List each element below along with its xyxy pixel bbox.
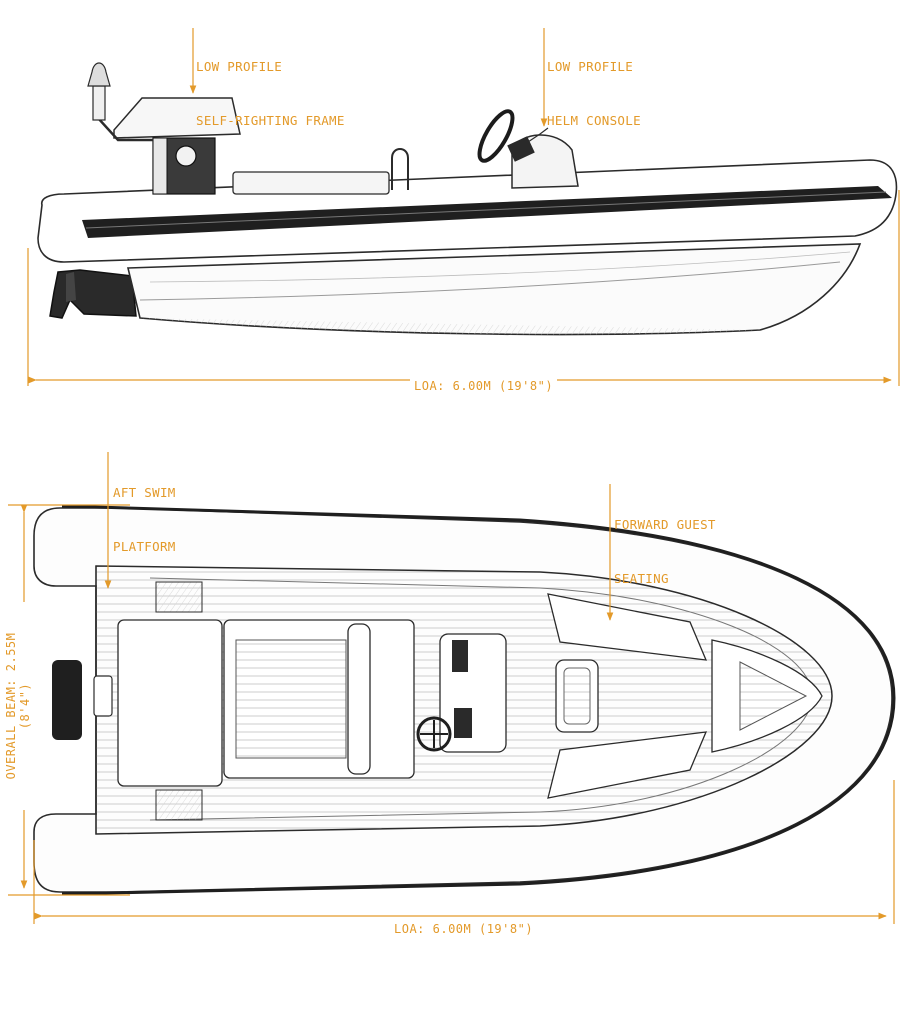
self-righting-frame: [87, 62, 241, 195]
beam-label: OVERALL BEAM: 2.55M (8'4"): [4, 602, 32, 810]
helm-callout-line1: LOW PROFILE: [547, 59, 634, 74]
swim-platform-callout: AFT SWIM PLATFORM: [113, 448, 176, 574]
top-console: [416, 633, 507, 753]
side-seat: [232, 171, 390, 195]
tube-stripe: [82, 186, 892, 238]
frame-callout-line2: SELF-RIGHTING FRAME: [196, 113, 345, 128]
swim-platform-line1: AFT SWIM: [113, 485, 176, 500]
top-view: [33, 504, 896, 896]
helm-callout-line2: HELM CONSOLE: [547, 113, 641, 128]
guest-seating-callout: FORWARD GUEST SEATING: [614, 480, 716, 606]
aft-seating: [117, 581, 415, 821]
swim-platform-line2: PLATFORM: [113, 539, 176, 554]
guest-seating-line1: FORWARD GUEST: [614, 517, 716, 532]
top-loa-label: LOA: 6.00M (19'8"): [390, 922, 538, 936]
helm-callout: LOW PROFILE HELM CONSOLE: [547, 22, 641, 148]
helm-console: [477, 109, 579, 189]
frame-callout-line1: LOW PROFILE: [196, 59, 283, 74]
side-view: [37, 62, 898, 336]
outboard-motor: [49, 269, 137, 319]
guest-seating-line2: SEATING: [614, 571, 669, 586]
top-outboard: [52, 660, 82, 740]
frame-callout: LOW PROFILE SELF-RIGHTING FRAME: [196, 22, 345, 148]
side-loa-label: LOA: 6.00M (19'8"): [410, 379, 558, 393]
forward-guest-seating: [547, 593, 823, 799]
